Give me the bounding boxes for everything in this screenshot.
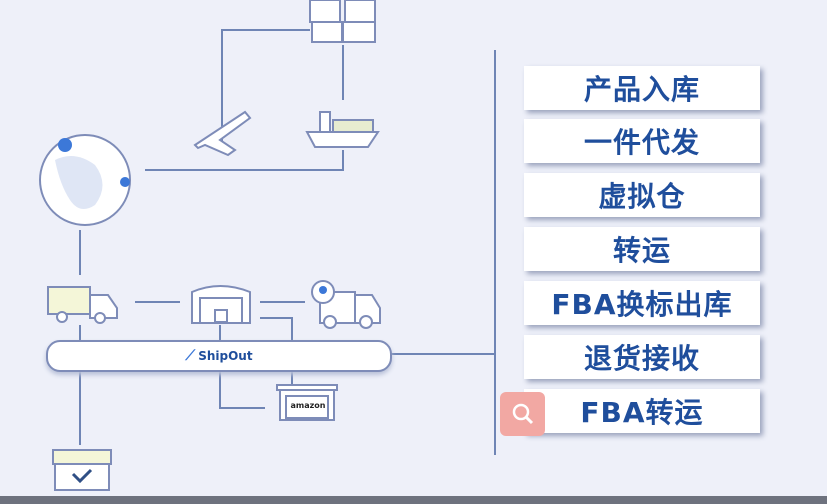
service-fba-relabel: FBA换标出库 bbox=[524, 281, 760, 325]
shipout-name: ShipOut bbox=[198, 349, 253, 363]
search-button[interactable] bbox=[500, 392, 545, 436]
service-transshipment: 转运 bbox=[524, 227, 760, 271]
warehouse-icon bbox=[191, 285, 251, 324]
shipout-platform-bar: ⟋ ShipOut bbox=[46, 340, 392, 372]
search-icon bbox=[512, 403, 533, 425]
delivered-box-icon bbox=[52, 449, 112, 491]
truck-icon bbox=[47, 286, 118, 324]
service-dropshipping: 一件代发 bbox=[524, 119, 760, 163]
bottom-bar bbox=[0, 496, 827, 504]
delivery-truck-icon bbox=[311, 280, 381, 329]
service-virtual-warehouse: 虚拟仓 bbox=[524, 173, 760, 217]
service-product-inbound: 产品入库 bbox=[524, 66, 760, 110]
service-returns: 退货接收 bbox=[524, 335, 760, 379]
globe-icon bbox=[39, 134, 131, 226]
flow-diagram bbox=[39, 0, 496, 491]
shipout-logo-icon: ⟋ bbox=[185, 348, 196, 364]
service-fba-transfer: FBA转运 bbox=[524, 389, 760, 433]
airplane-icon bbox=[193, 110, 252, 157]
boxes-icon bbox=[309, 0, 376, 43]
amazon-label: amazon bbox=[290, 401, 326, 410]
ship-icon bbox=[305, 111, 380, 148]
amazon-warehouse-icon bbox=[276, 384, 338, 421]
